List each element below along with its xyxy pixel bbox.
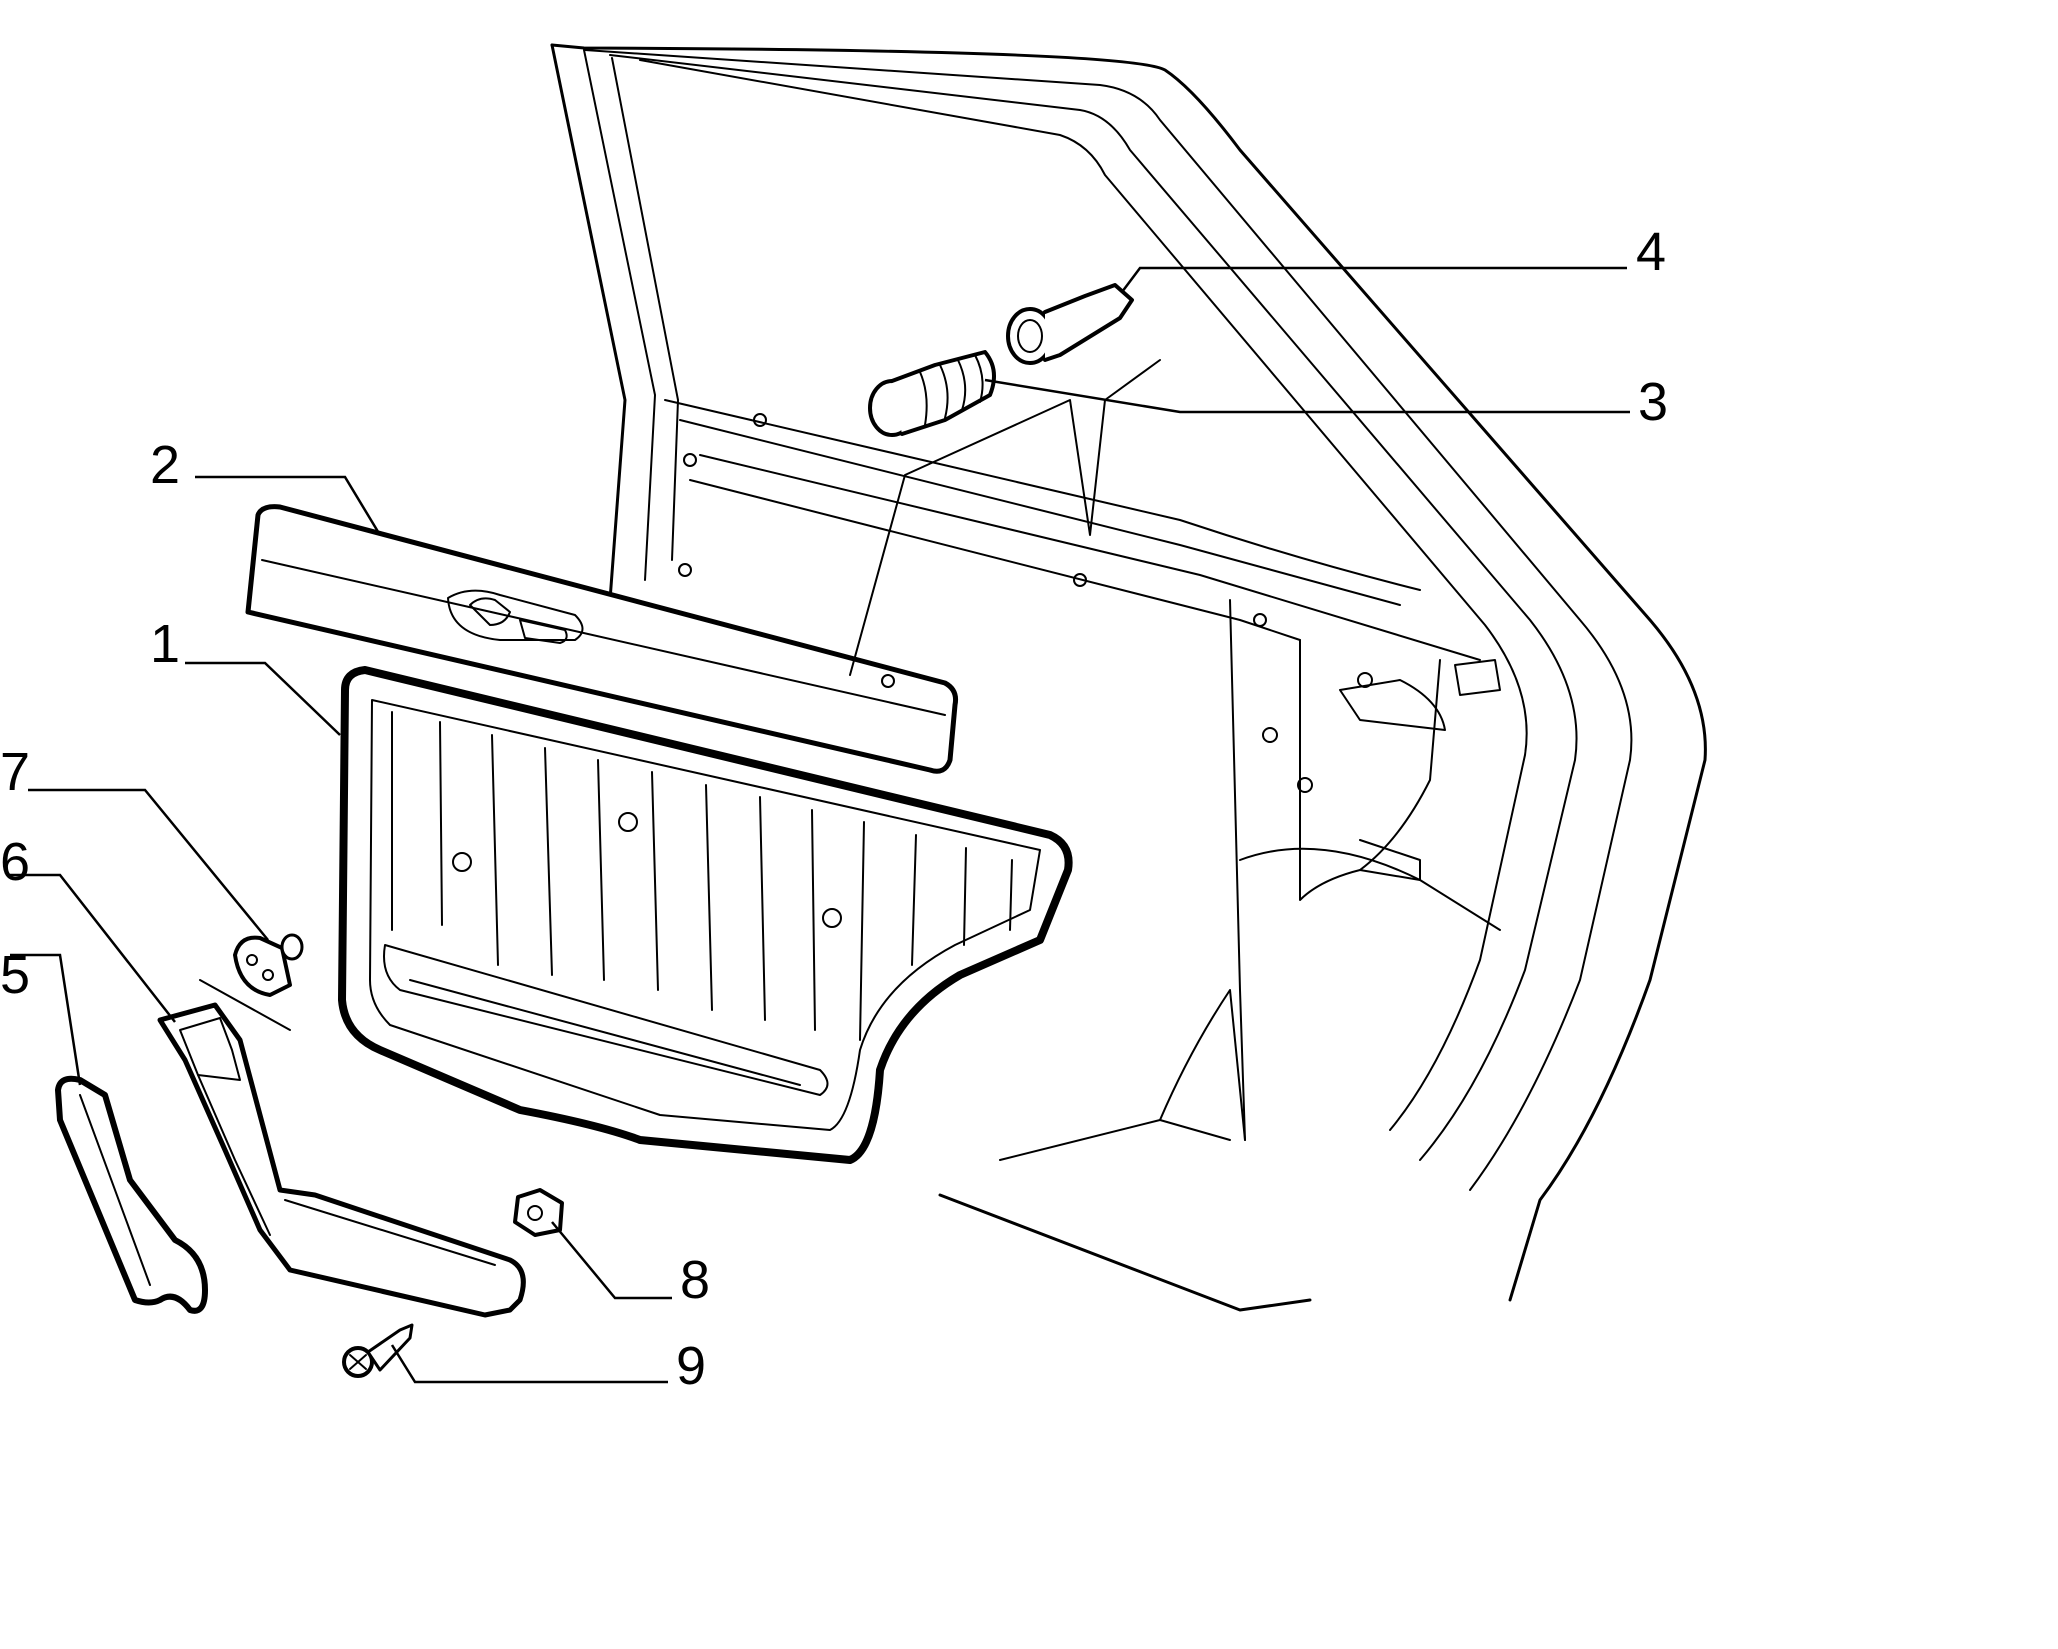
armrest (157, 1002, 526, 1318)
callout-9: 9 (676, 1336, 706, 1396)
ribbed-fastener-plug (868, 350, 996, 437)
leader-5 (10, 953, 82, 1086)
callout-5: 5 (0, 945, 30, 1005)
leader-6 (10, 873, 176, 1023)
callout-6: 6 (0, 832, 30, 892)
callout-2: 2 (150, 435, 180, 495)
car-body-outline (550, 43, 1707, 1312)
upper-trim-strip (245, 504, 958, 774)
push-pin-clip (1006, 283, 1134, 365)
leader-1 (185, 661, 341, 736)
trim-clip (233, 933, 304, 997)
callout-labels: 1 2 3 4 5 6 7 8 9 (0, 222, 1668, 1396)
callout-3: 3 (1638, 372, 1668, 432)
callout-4: 4 (1636, 222, 1666, 282)
callout-8: 8 (680, 1250, 710, 1310)
leader-4 (1121, 266, 1627, 293)
leader-lines (10, 266, 1630, 1384)
door-trim-panel (338, 666, 1073, 1164)
leader-3 (984, 378, 1630, 414)
screw (342, 1323, 414, 1378)
callout-1: 1 (150, 614, 180, 674)
leader-8 (551, 1221, 672, 1300)
callout-7: 7 (0, 742, 30, 802)
leader-2 (195, 475, 382, 536)
leader-7 (28, 788, 269, 941)
square-clip-nut (513, 1188, 564, 1237)
leader-9 (390, 1344, 668, 1384)
armrest-cover (55, 1075, 208, 1314)
